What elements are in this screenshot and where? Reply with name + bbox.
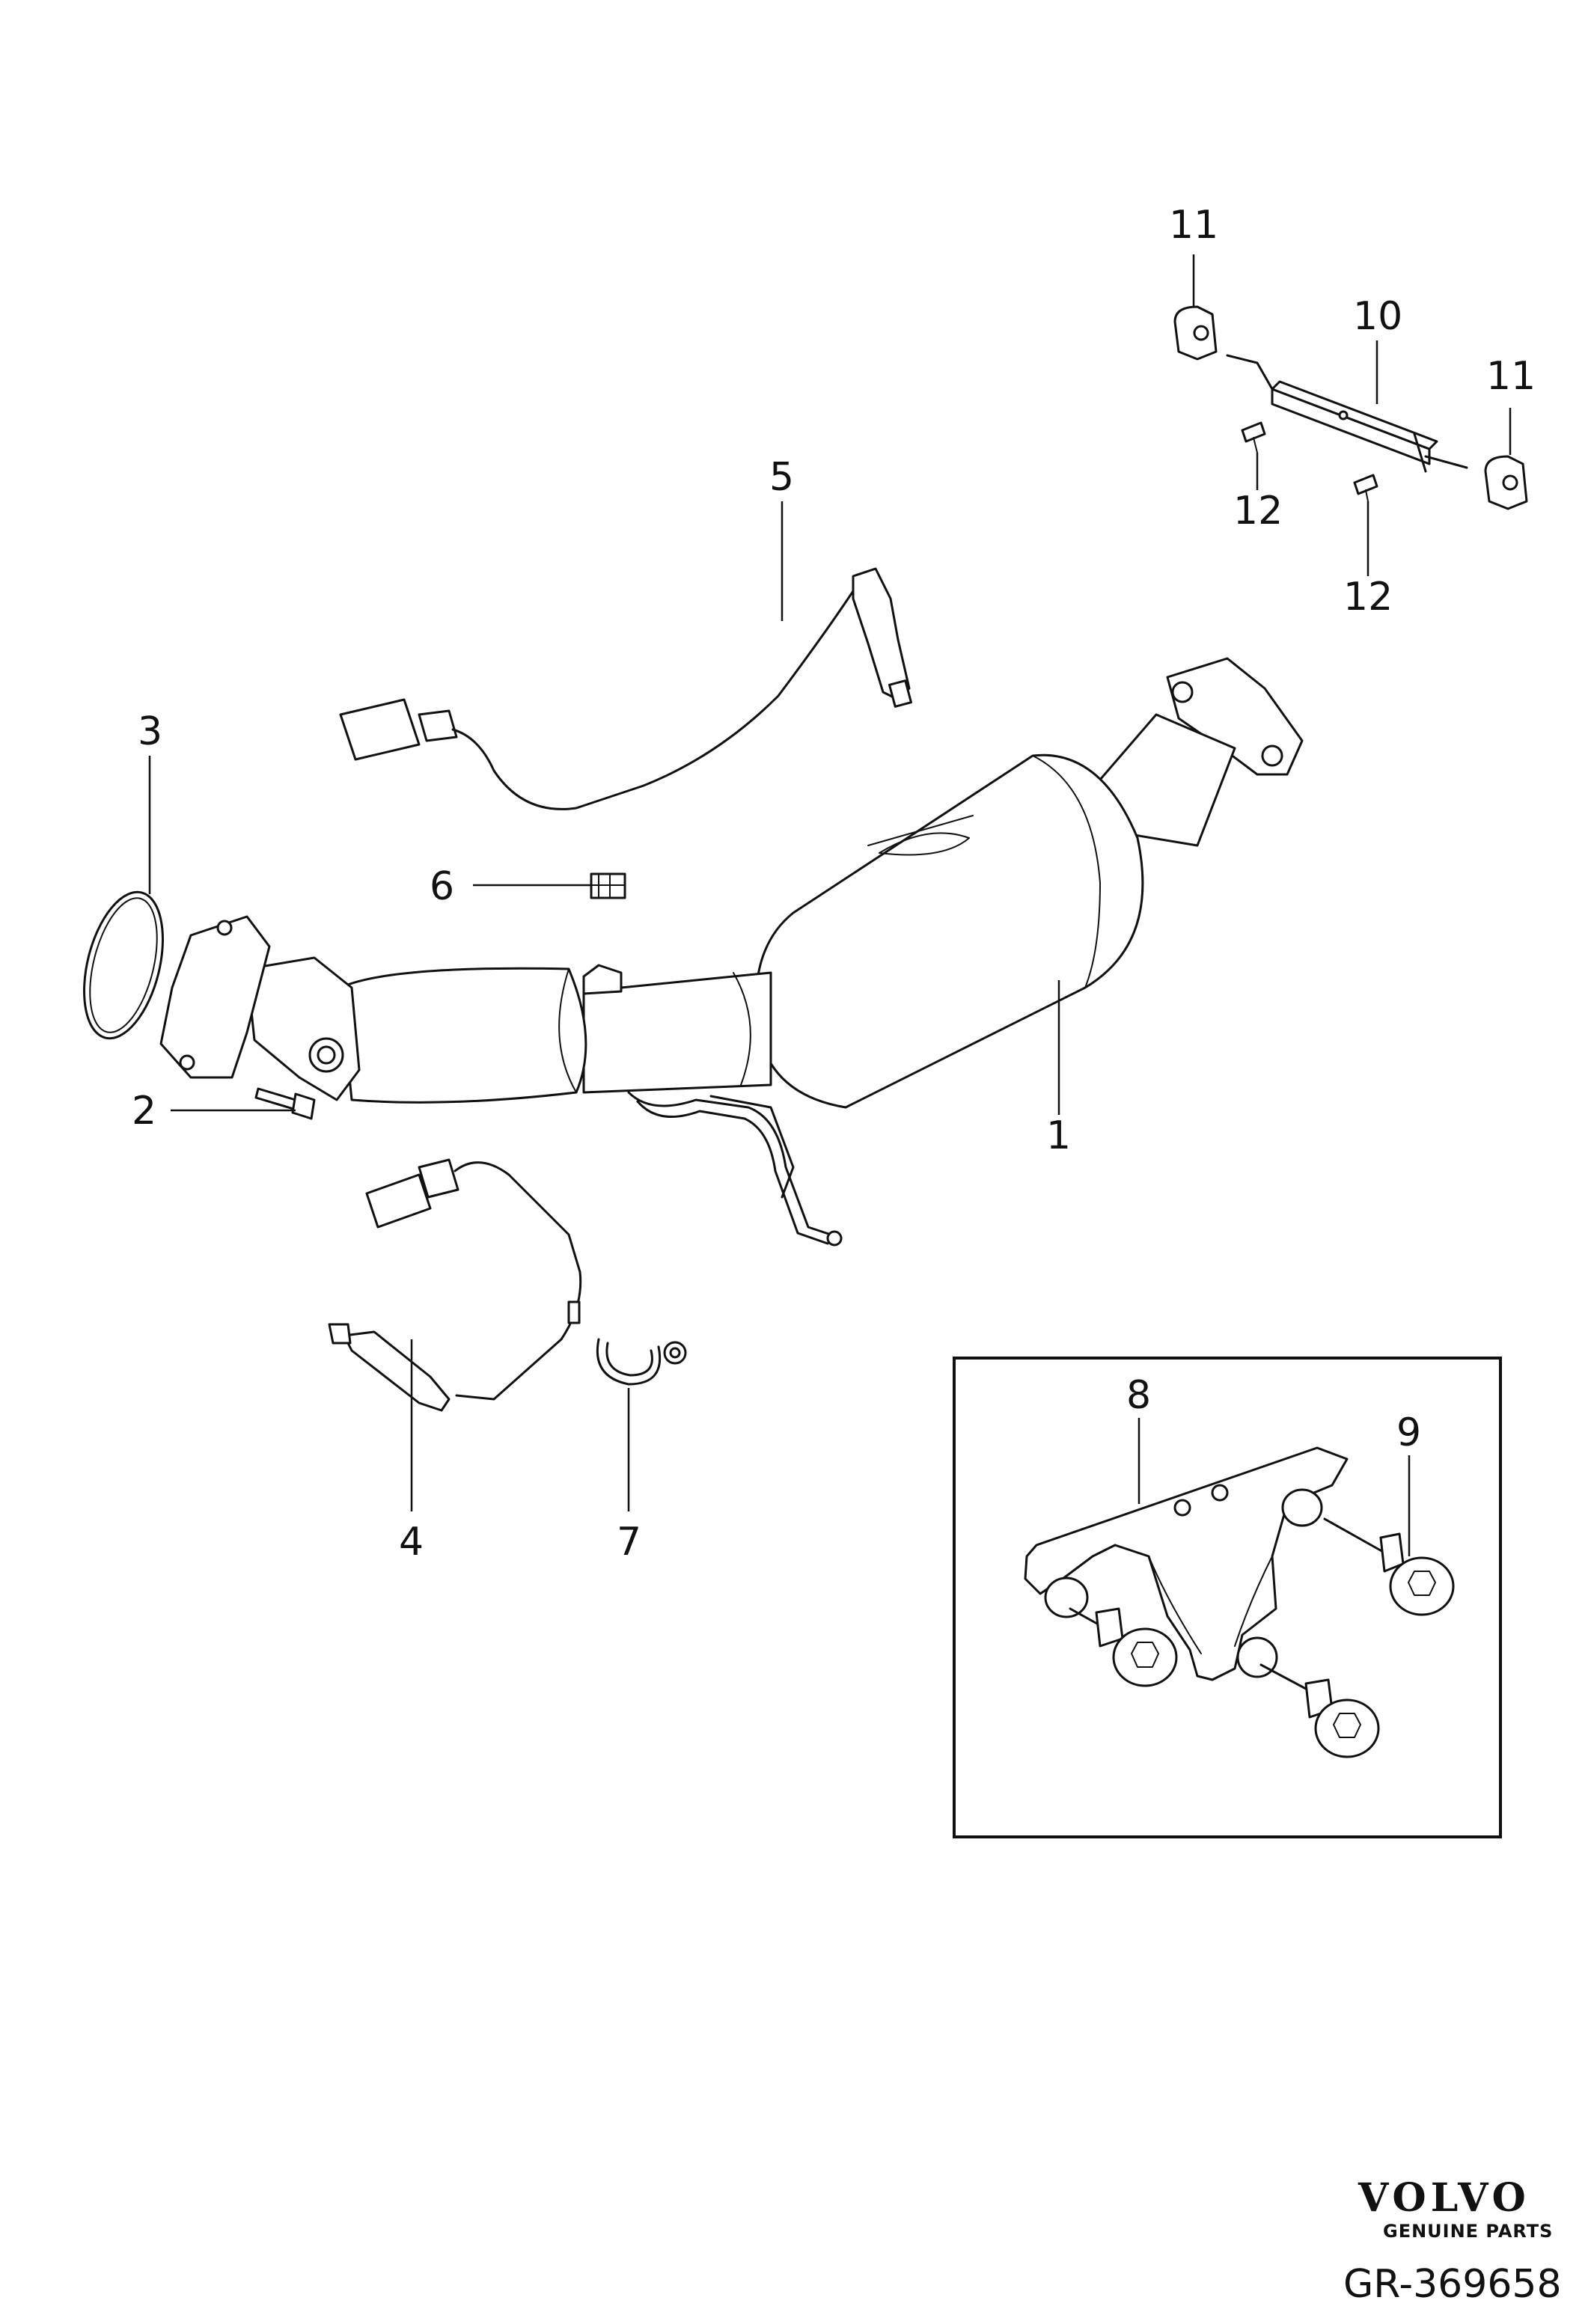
- callout-3: 3: [138, 709, 162, 754]
- callout-7: 7: [617, 1520, 641, 1565]
- part-6-clip[interactable]: [590, 872, 626, 899]
- part-5-oxygen-sensor-front[interactable]: [339, 567, 913, 810]
- callout-11-right: 11: [1486, 354, 1536, 399]
- part-7-hose-clamp[interactable]: [596, 1338, 687, 1386]
- drawing-reference-code: GR-369658: [1343, 2262, 1562, 2307]
- callout-10: 10: [1353, 294, 1402, 339]
- callout-8: 8: [1126, 1373, 1151, 1418]
- detail-inset-box: [953, 1357, 1502, 1838]
- part-8-heat-shield-bracket[interactable]: [1024, 1446, 1349, 1681]
- callout-11-left: 11: [1169, 203, 1218, 248]
- part-4-oxygen-sensor-rear[interactable]: [328, 1158, 582, 1412]
- callout-4: 4: [399, 1520, 424, 1565]
- callout-2: 2: [132, 1089, 156, 1134]
- genuine-parts-tagline: GENUINE PARTS: [1383, 2221, 1553, 2242]
- callout-leader-lines: [148, 254, 1512, 1556]
- part-9-torx-bolt-left[interactable]: [1069, 1607, 1178, 1687]
- callout-12-left: 12: [1233, 489, 1283, 533]
- part-9-torx-bolt-lower[interactable]: [1259, 1663, 1380, 1758]
- part-1-catalytic-converter[interactable]: [159, 657, 1304, 1247]
- volvo-logo: VOLVO: [1358, 2175, 1530, 2221]
- part-10-hanger-bracket[interactable]: [1226, 354, 1468, 473]
- callout-12-right: 12: [1343, 575, 1393, 620]
- part-11-rubber-mount-right[interactable]: [1484, 455, 1528, 510]
- part-9-torx-bolt-upper[interactable]: [1323, 1517, 1455, 1616]
- part-12-screw-left[interactable]: [1241, 421, 1266, 453]
- part-12-screw-right[interactable]: [1353, 474, 1378, 502]
- part-2-bolt[interactable]: [254, 1087, 316, 1120]
- part-3-gasket-ring[interactable]: [70, 884, 177, 1046]
- callout-5: 5: [769, 455, 794, 500]
- callout-1: 1: [1046, 1113, 1071, 1158]
- callout-9: 9: [1396, 1410, 1421, 1455]
- callout-6: 6: [430, 864, 454, 909]
- part-11-rubber-mount-left[interactable]: [1173, 305, 1218, 361]
